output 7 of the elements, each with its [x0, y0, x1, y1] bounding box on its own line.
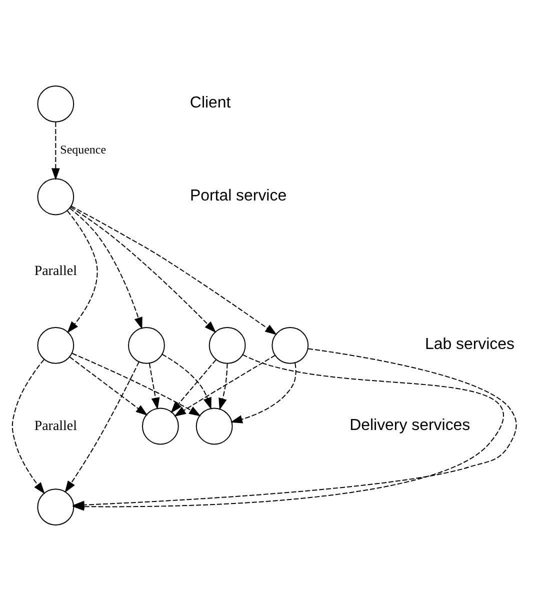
label: Delivery services [350, 416, 470, 434]
label: Client [190, 94, 231, 112]
label: Parallel [34, 263, 77, 278]
label: Lab services [424, 336, 515, 353]
label: Portal service [190, 187, 287, 204]
label: Parallel [34, 418, 77, 434]
edge-label: Sequence [60, 142, 106, 156]
